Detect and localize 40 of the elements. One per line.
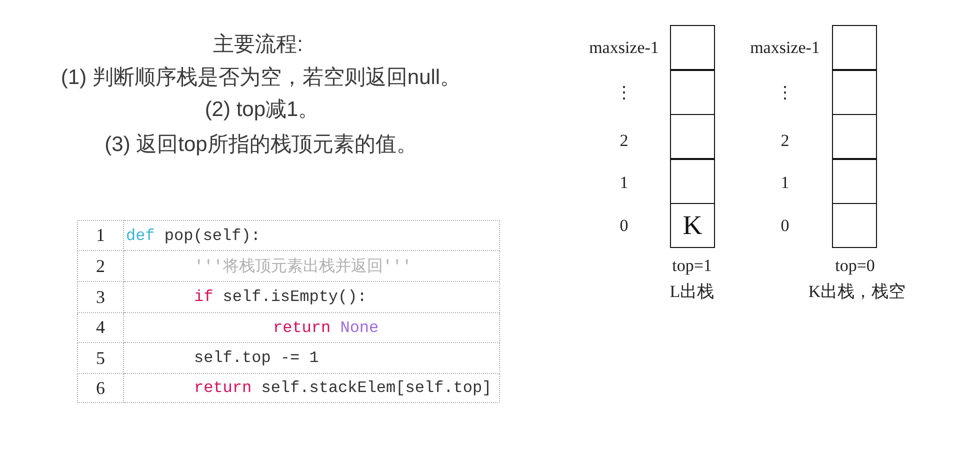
stack-cell	[832, 158, 877, 204]
code-cell: return self.stackElem[self.top]	[124, 374, 500, 402]
index-label: maxsize-1	[589, 38, 659, 58]
caption: L出栈	[670, 282, 714, 302]
code-cell: '''将栈顶元素出栈并返回'''	[124, 250, 500, 282]
code-cell: if self.isEmpty():	[124, 282, 500, 312]
index-label: 2	[620, 131, 628, 151]
code-cell: return None	[124, 312, 500, 342]
line-number-cell: 3	[78, 282, 124, 312]
stack-cell	[670, 25, 715, 71]
code-cell: def pop(self):	[124, 220, 500, 250]
line-number-cell: 1	[78, 220, 124, 250]
step-text: (2) top减1。	[204, 97, 320, 123]
stack-cell	[832, 202, 877, 248]
stack-cell	[832, 114, 877, 160]
step-text: (3) 返回top所指的栈顶元素的值。	[104, 132, 418, 158]
index-label: 1	[780, 173, 790, 194]
index-label: ⋮	[776, 82, 794, 103]
index-label: 2	[780, 131, 790, 151]
stack-cell: K	[670, 202, 715, 248]
index-label: 0	[780, 216, 790, 236]
index-label: 0	[620, 216, 628, 236]
stack-cell	[832, 25, 877, 71]
step-text: (1) 判断顺序栈是否为空，若空则返回null。	[60, 65, 462, 91]
index-label: ⋮	[616, 82, 632, 103]
line-number-cell: 5	[78, 342, 124, 374]
line-number-cell: 4	[78, 312, 124, 342]
stack-cell	[670, 158, 715, 204]
line-number-cell: 6	[78, 374, 124, 402]
heading: 主要流程:	[213, 32, 303, 58]
index-label: maxsize-1	[750, 38, 820, 58]
index-label: 1	[620, 173, 628, 194]
line-number-cell: 2	[78, 250, 124, 282]
stack-cell	[832, 69, 877, 116]
stack-cell	[670, 69, 715, 116]
caption: top=0	[835, 256, 875, 276]
caption: top=1	[672, 256, 712, 276]
stack-cell	[670, 114, 715, 160]
caption: K出栈，栈空	[808, 282, 906, 302]
code-cell: self.top -= 1	[124, 342, 500, 374]
